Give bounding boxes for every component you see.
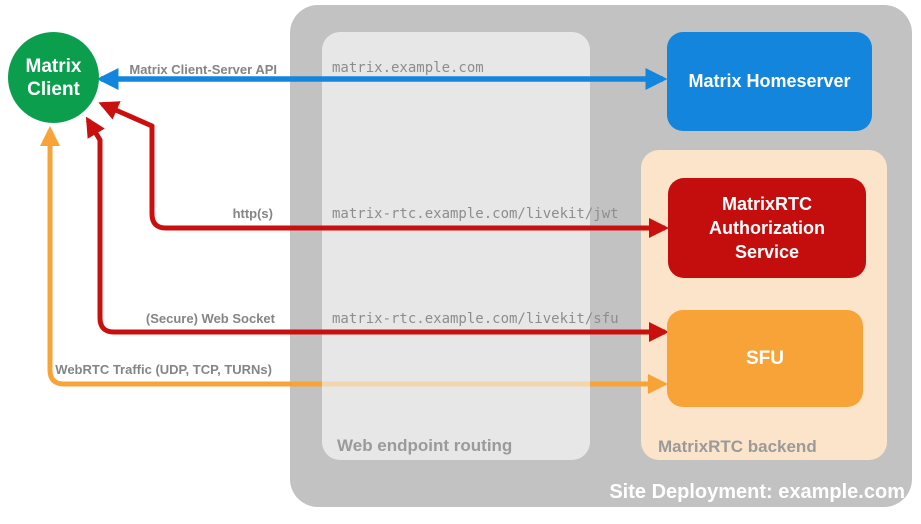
endpoint-url-livekit-sfu: matrix-rtc.example.com/livekit/sfu <box>332 311 619 327</box>
web-endpoint-routing-container <box>322 32 590 460</box>
endpoint-url-homeserver: matrix.example.com <box>332 60 484 76</box>
web-endpoint-routing-label: Web endpoint routing <box>337 436 513 455</box>
node-matrix-client: Matrix Client <box>8 32 99 123</box>
matrix-client-label-line1: Matrix <box>25 55 82 77</box>
matrix-client-label-line2: Client <box>27 78 80 100</box>
site-deployment-label: Site Deployment: example.com <box>609 481 905 503</box>
arrow-webrtc-left-segment <box>40 126 322 387</box>
arrow-label-client-server-api: Matrix Client-Server API <box>129 62 277 77</box>
arrow-label-https: http(s) <box>232 206 273 221</box>
matrixrtc-backend-label: MatrixRTC backend <box>658 437 817 456</box>
sfu-label: SFU <box>746 347 784 369</box>
arrow-label-websocket: (Secure) Web Socket <box>145 311 275 326</box>
node-sfu: SFU <box>667 310 863 407</box>
arrow-label-webrtc: WebRTC Traffic (UDP, TCP, TURNs) <box>55 362 272 377</box>
auth-service-label: MatrixRTC Authorization Service <box>709 194 825 262</box>
node-matrixrtc-authorization-service: MatrixRTC Authorization Service <box>668 178 866 278</box>
matrix-homeserver-label: Matrix Homeserver <box>688 71 851 91</box>
endpoint-url-livekit-jwt: matrix-rtc.example.com/livekit/jwt <box>332 206 619 222</box>
node-matrix-homeserver: Matrix Homeserver <box>667 32 872 131</box>
